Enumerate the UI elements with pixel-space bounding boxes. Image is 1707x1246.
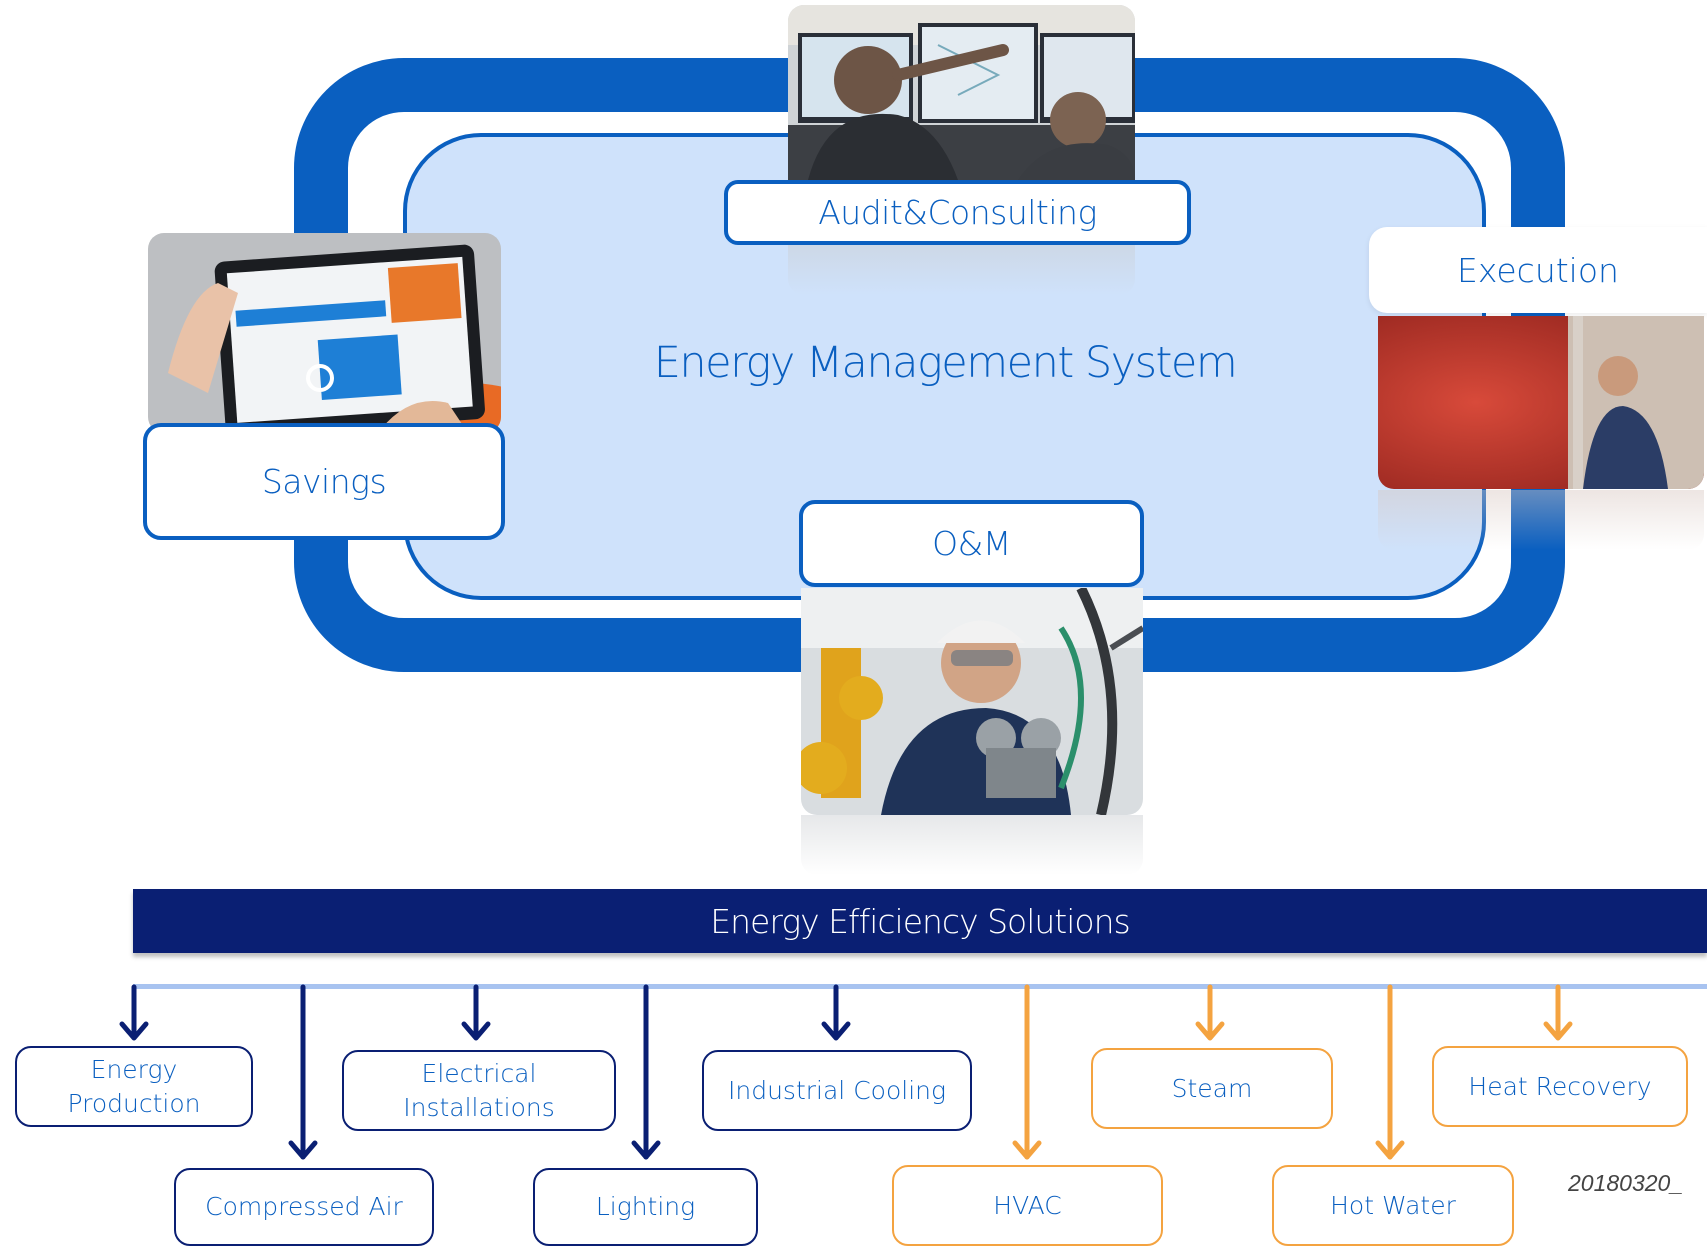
execution-label: Execution — [1369, 227, 1707, 313]
solution-lighting: Lighting — [533, 1168, 758, 1246]
om-label: O&M — [799, 500, 1144, 587]
engineer-photo — [801, 588, 1143, 815]
diagram-title: Energy Management System — [653, 338, 1238, 388]
solution-industrial-cooling: Industrial Cooling — [702, 1050, 972, 1131]
solution-energy-production: Energy Production — [15, 1046, 253, 1127]
branch-line — [133, 984, 1707, 989]
solution-electrical-installations: Electrical Installations — [342, 1050, 616, 1131]
solution-hvac: HVAC — [892, 1165, 1163, 1246]
solution-compressed-air: Compressed Air — [174, 1168, 434, 1246]
solutions-header: Energy Efficiency Solutions — [133, 889, 1707, 953]
control-room-photo — [788, 5, 1135, 180]
technician-photo — [1378, 316, 1704, 489]
solution-heat-recovery: Heat Recovery — [1432, 1046, 1688, 1127]
audit-consulting-label: Audit&Consulting — [724, 180, 1191, 245]
document-id: 20180320_ — [1568, 1170, 1684, 1196]
engineer-reflection — [801, 815, 1143, 875]
solution-hot-water: Hot Water — [1272, 1165, 1514, 1246]
technician-reflection — [1378, 490, 1704, 550]
solution-steam: Steam — [1091, 1048, 1333, 1129]
control-room-reflection — [788, 240, 1135, 295]
savings-label: Savings — [143, 423, 505, 540]
